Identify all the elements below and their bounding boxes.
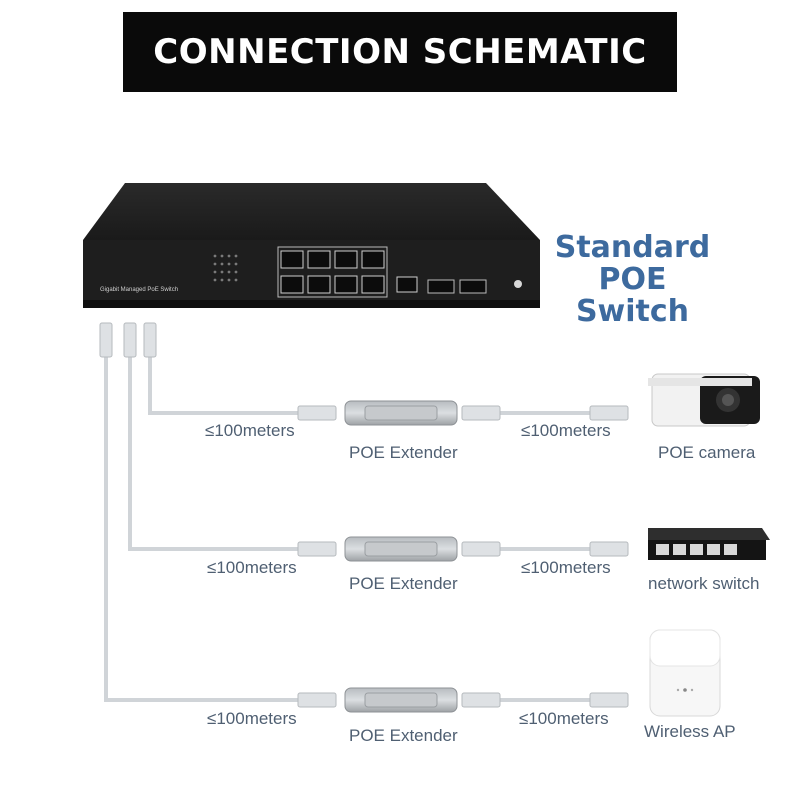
poe-extender-3	[344, 687, 458, 713]
distance-label-left: ≤100meters	[207, 558, 297, 577]
rj45-ports	[280, 250, 385, 294]
switch-label: Standard POE Switch	[540, 232, 725, 328]
distance-label-left: ≤100meters	[207, 709, 297, 728]
distance-label-right: ≤100meters	[521, 558, 611, 577]
distance-label-right: ≤100meters	[519, 709, 609, 728]
sfp-ports	[427, 279, 487, 294]
network-switch-icon	[648, 528, 770, 560]
power-led	[514, 280, 522, 288]
status-leds	[213, 254, 238, 282]
extender-label: POE Extender	[349, 443, 458, 462]
extender-label: POE Extender	[349, 726, 458, 745]
console-port	[396, 276, 418, 293]
device-label: POE camera	[658, 443, 756, 462]
wireless-ap-icon	[649, 629, 721, 717]
poe-extender-2	[344, 536, 458, 562]
switch-plugs	[99, 322, 157, 358]
switch-label-line2: POE Switch	[575, 262, 690, 329]
poe-extender-1	[344, 400, 458, 426]
distance-label-left: ≤100meters	[205, 421, 295, 440]
distance-label-right: ≤100meters	[521, 421, 611, 440]
page-title: CONNECTION SCHEMATIC	[153, 32, 647, 72]
poe-switch: Gigabit Managed PoE Switch	[83, 183, 540, 308]
device-label: Wireless AP	[644, 722, 736, 741]
switch-label-line1: Standard	[554, 230, 711, 265]
device-label: network switch	[648, 574, 760, 593]
row-plugs	[297, 405, 629, 708]
switch-front-text: Gigabit Managed PoE Switch	[100, 287, 178, 293]
title-banner: CONNECTION SCHEMATIC	[123, 12, 677, 92]
camera-icon	[648, 373, 760, 427]
extender-label: POE Extender	[349, 574, 458, 593]
